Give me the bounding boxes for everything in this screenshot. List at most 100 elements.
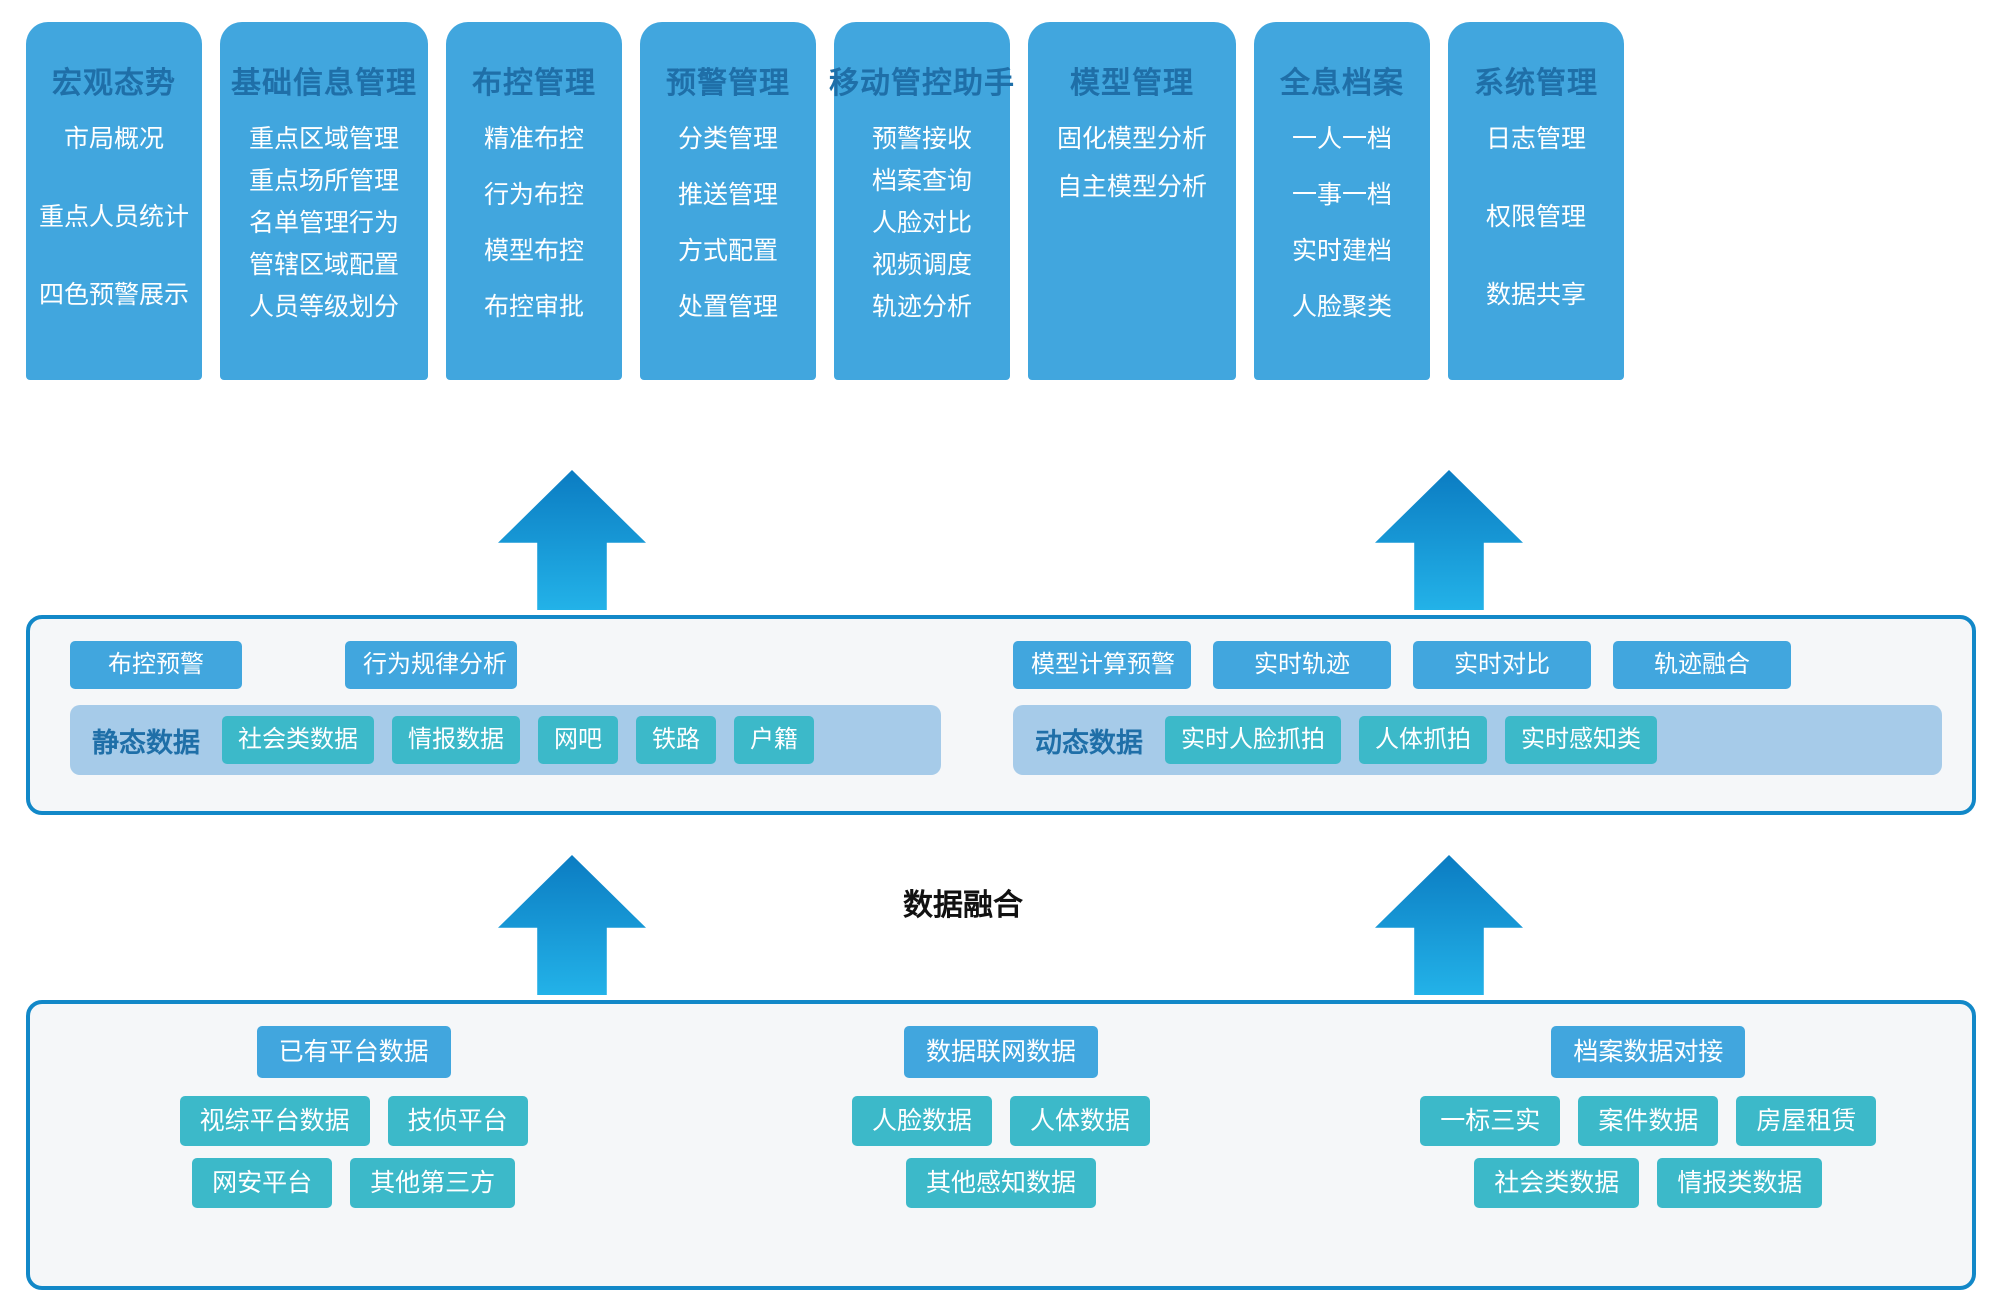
data-band: 动态数据实时人脸抓拍人体抓拍实时感知类 xyxy=(1013,705,1942,775)
capability-chip[interactable]: 行为规律分析 xyxy=(345,641,517,689)
arrow-up-left-icon xyxy=(498,470,646,610)
data-fusion-label: 数据融合 xyxy=(903,889,1023,922)
module-title: 系统管理 xyxy=(1474,67,1598,100)
module-item[interactable]: 推送管理 xyxy=(677,181,778,209)
data-band: 静态数据社会类数据情报数据网吧铁路户籍 xyxy=(70,705,941,775)
arrow-up-bottom-right-icon xyxy=(1375,855,1523,995)
module-item[interactable]: 重点场所管理 xyxy=(248,167,399,195)
module-column[interactable]: 系统管理日志管理权限管理数据共享 xyxy=(1448,22,1624,380)
source-chip[interactable]: 人脸数据 xyxy=(851,1096,992,1146)
source-group: 档案数据对接一标三实案件数据房屋租赁社会类数据情报类数据 xyxy=(1325,1004,1972,1286)
source-data-panel: 已有平台数据视综平台数据技侦平台网安平台其他第三方数据联网数据人脸数据人体数据其… xyxy=(26,1000,1976,1290)
data-band-label: 动态数据 xyxy=(1035,727,1143,758)
data-source-chip[interactable]: 铁路 xyxy=(636,716,716,764)
data-source-chip[interactable]: 网吧 xyxy=(538,716,618,764)
module-item[interactable]: 四色预警展示 xyxy=(38,281,189,309)
module-item[interactable]: 一人一档 xyxy=(1291,125,1392,153)
source-chip[interactable]: 房屋租赁 xyxy=(1736,1096,1877,1146)
module-title: 基础信息管理 xyxy=(231,67,417,100)
module-title: 预警管理 xyxy=(666,67,790,100)
module-item[interactable]: 轨迹分析 xyxy=(871,293,972,321)
source-chip[interactable]: 案件数据 xyxy=(1578,1096,1719,1146)
capability-row: 模型计算预警实时轨迹实时对比轨迹融合 xyxy=(1001,641,1972,689)
module-column[interactable]: 模型管理固化模型分析自主模型分析 xyxy=(1028,22,1236,380)
module-item[interactable]: 市局概况 xyxy=(63,125,164,153)
module-title: 模型管理 xyxy=(1070,67,1194,100)
module-item[interactable]: 人脸聚类 xyxy=(1291,293,1392,321)
arrow-up-bottom-left-icon xyxy=(498,855,646,995)
module-title: 布控管理 xyxy=(472,67,596,100)
module-item[interactable]: 自主模型分析 xyxy=(1056,173,1207,201)
module-item[interactable]: 模型布控 xyxy=(483,237,584,265)
source-group-header[interactable]: 已有平台数据 xyxy=(256,1026,451,1078)
module-item[interactable]: 实时建档 xyxy=(1291,237,1392,265)
dynamic-data-section: 模型计算预警实时轨迹实时对比轨迹融合动态数据实时人脸抓拍人体抓拍实时感知类 xyxy=(1001,619,1972,811)
source-chip[interactable]: 社会类数据 xyxy=(1474,1158,1640,1208)
data-source-chip[interactable]: 实时人脸抓拍 xyxy=(1165,716,1341,764)
source-chip[interactable]: 网安平台 xyxy=(192,1158,333,1208)
capability-chip[interactable]: 模型计算预警 xyxy=(1013,641,1191,689)
module-item[interactable]: 管辖区域配置 xyxy=(248,251,399,279)
capability-chip[interactable]: 轨迹融合 xyxy=(1613,641,1791,689)
module-item[interactable]: 精准布控 xyxy=(483,125,584,153)
capability-chip[interactable]: 实时对比 xyxy=(1413,641,1591,689)
data-source-chip[interactable]: 人体抓拍 xyxy=(1359,716,1487,764)
module-item[interactable]: 人员等级划分 xyxy=(248,293,399,321)
module-item[interactable]: 布控审批 xyxy=(483,293,584,321)
module-item[interactable]: 视频调度 xyxy=(871,251,972,279)
module-column[interactable]: 布控管理精准布控行为布控模型布控布控审批 xyxy=(446,22,622,380)
source-row: 视综平台数据技侦平台 xyxy=(30,1096,677,1146)
source-chip[interactable]: 视综平台数据 xyxy=(179,1096,370,1146)
source-group-header[interactable]: 数据联网数据 xyxy=(903,1026,1098,1078)
module-columns: 宏观态势市局概况重点人员统计四色预警展示基础信息管理重点区域管理重点场所管理名单… xyxy=(26,22,1978,380)
source-chip[interactable]: 其他第三方 xyxy=(350,1158,516,1208)
module-item[interactable]: 名单管理行为 xyxy=(248,209,399,237)
module-item[interactable]: 预警接收 xyxy=(871,125,972,153)
module-column[interactable]: 宏观态势市局概况重点人员统计四色预警展示 xyxy=(26,22,202,380)
module-item[interactable]: 行为布控 xyxy=(483,181,584,209)
module-item[interactable]: 人脸对比 xyxy=(871,209,972,237)
data-source-chip[interactable]: 户籍 xyxy=(734,716,814,764)
module-column[interactable]: 基础信息管理重点区域管理重点场所管理名单管理行为管辖区域配置人员等级划分 xyxy=(220,22,428,380)
module-item[interactable]: 重点区域管理 xyxy=(248,125,399,153)
data-band-label: 静态数据 xyxy=(92,727,200,758)
source-row: 一标三实案件数据房屋租赁 xyxy=(1325,1096,1972,1146)
module-item[interactable]: 分类管理 xyxy=(677,125,778,153)
data-source-chip[interactable]: 实时感知类 xyxy=(1505,716,1657,764)
source-chip[interactable]: 情报类数据 xyxy=(1657,1158,1823,1208)
source-chip[interactable]: 一标三实 xyxy=(1420,1096,1561,1146)
module-item[interactable]: 方式配置 xyxy=(677,237,778,265)
source-group: 数据联网数据人脸数据人体数据其他感知数据 xyxy=(677,1004,1324,1286)
module-item[interactable]: 处置管理 xyxy=(677,293,778,321)
source-row: 网安平台其他第三方 xyxy=(30,1158,677,1208)
module-title: 移动管控助手 xyxy=(829,67,1015,100)
source-row: 人脸数据人体数据 xyxy=(677,1096,1324,1146)
module-title: 全息档案 xyxy=(1280,67,1404,100)
source-chip[interactable]: 技侦平台 xyxy=(387,1096,528,1146)
capability-chip[interactable]: 实时轨迹 xyxy=(1213,641,1391,689)
module-column[interactable]: 全息档案一人一档一事一档实时建档人脸聚类 xyxy=(1254,22,1430,380)
module-column[interactable]: 移动管控助手预警接收档案查询人脸对比视频调度轨迹分析 xyxy=(829,22,1014,380)
source-row: 社会类数据情报类数据 xyxy=(1325,1158,1972,1208)
source-chip[interactable]: 其他感知数据 xyxy=(905,1158,1096,1208)
module-item[interactable]: 档案查询 xyxy=(871,167,972,195)
data-source-chip[interactable]: 社会类数据 xyxy=(222,716,374,764)
module-title: 宏观态势 xyxy=(52,67,176,100)
source-chip[interactable]: 人体数据 xyxy=(1009,1096,1150,1146)
module-column[interactable]: 预警管理分类管理推送管理方式配置处置管理 xyxy=(640,22,816,380)
data-source-chip[interactable]: 情报数据 xyxy=(392,716,520,764)
source-row: 其他感知数据 xyxy=(677,1158,1324,1208)
module-item[interactable]: 一事一档 xyxy=(1291,181,1392,209)
capability-chip[interactable]: 布控预警 xyxy=(70,641,242,689)
source-group-header[interactable]: 档案数据对接 xyxy=(1551,1026,1746,1078)
module-item[interactable]: 数据共享 xyxy=(1485,281,1586,309)
fusion-capability-panel: 布控预警 行为规律分析静态数据社会类数据情报数据网吧铁路户籍 模型计算预警实时轨迹… xyxy=(26,615,1976,815)
module-item[interactable]: 权限管理 xyxy=(1485,203,1586,231)
arrow-up-right-icon xyxy=(1375,470,1523,610)
module-item[interactable]: 固化模型分析 xyxy=(1056,125,1207,153)
module-item[interactable]: 重点人员统计 xyxy=(38,203,189,231)
static-data-section: 布控预警 行为规律分析静态数据社会类数据情报数据网吧铁路户籍 xyxy=(30,619,1001,811)
module-item[interactable]: 日志管理 xyxy=(1485,125,1586,153)
source-group: 已有平台数据视综平台数据技侦平台网安平台其他第三方 xyxy=(30,1004,677,1286)
